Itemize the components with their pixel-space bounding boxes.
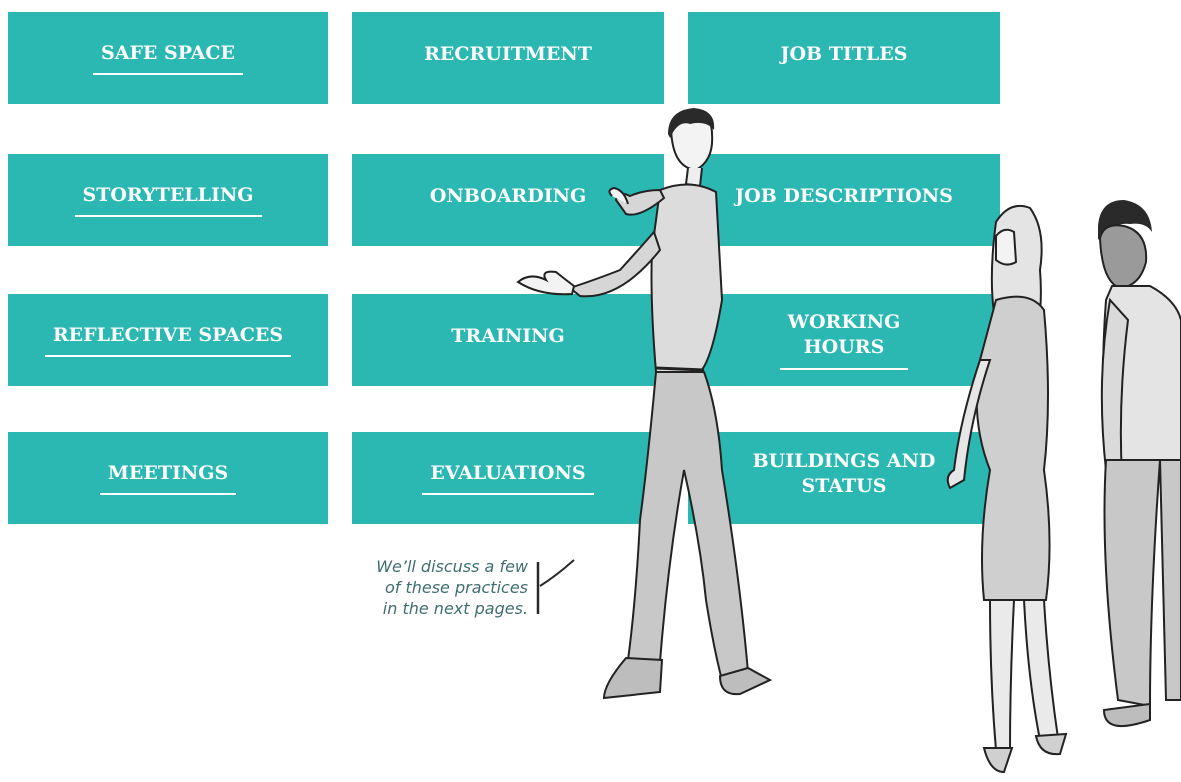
tile-label-line: BUILDINGS AND (752, 450, 936, 473)
tile-meetings[interactable]: MEETINGS (8, 432, 328, 524)
tile-job-descriptions[interactable]: JOB DESCRIPTIONS (688, 154, 1000, 246)
footnote-line: of these practices (384, 578, 528, 597)
footnote-line: We’ll discuss a few (376, 557, 528, 576)
footnote: We’ll discuss a few of these practices i… (300, 556, 528, 619)
tile-label: REFLECTIVE SPACES (44, 323, 292, 358)
tile-label: STORYTELLING (74, 183, 262, 218)
tile-onboarding[interactable]: ONBOARDING (352, 154, 664, 246)
tile-label: ONBOARDING (429, 184, 587, 207)
footnote-line: in the next pages. (382, 599, 528, 618)
tile-label: BUILDINGS AND STATUS (745, 449, 944, 506)
tile-label: TRAINING (451, 324, 565, 347)
man-presenting-icon (516, 108, 773, 700)
tile-label-line: HOURS (803, 336, 885, 358)
tile-label-line: WORKING (787, 311, 901, 334)
tile-label: RECRUITMENT (424, 42, 592, 65)
tile-label: EVALUATIONS (422, 461, 594, 496)
tile-reflective-spaces[interactable]: REFLECTIVE SPACES (8, 294, 328, 386)
tile-label: JOB TITLES (780, 42, 908, 65)
tile-label-line: STATUS (801, 475, 887, 497)
tile-evaluations[interactable]: EVALUATIONS (352, 432, 664, 524)
man-looking-icon (1098, 200, 1181, 727)
tile-training[interactable]: TRAINING (352, 294, 664, 386)
tile-working-hours[interactable]: WORKING HOURS (688, 294, 1000, 386)
tile-label: WORKING HOURS (779, 310, 909, 370)
pointer-mark-icon (536, 559, 575, 614)
tile-storytelling[interactable]: STORYTELLING (8, 154, 328, 246)
tile-label: MEETINGS (99, 461, 237, 496)
tile-label: SAFE SPACE (92, 41, 244, 76)
tile-recruitment[interactable]: RECRUITMENT (352, 12, 664, 104)
woman-looking-icon (946, 204, 1068, 774)
tile-safe-space[interactable]: SAFE SPACE (8, 12, 328, 104)
tile-job-titles[interactable]: JOB TITLES (688, 12, 1000, 104)
tile-label: JOB DESCRIPTIONS (735, 184, 953, 207)
